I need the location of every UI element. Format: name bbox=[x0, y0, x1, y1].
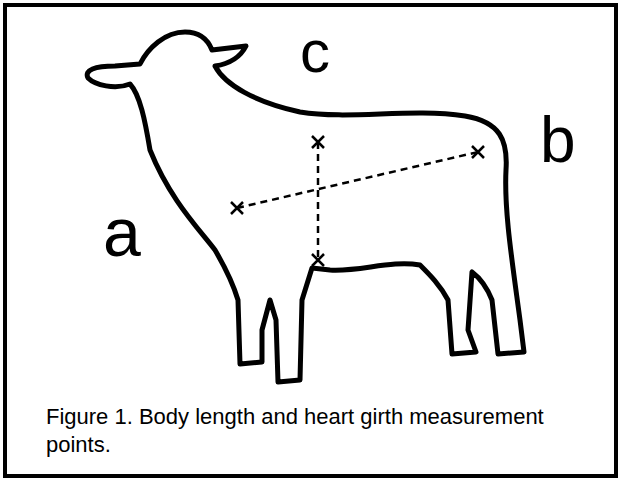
point-letter: c bbox=[300, 22, 330, 82]
point-letter: b bbox=[540, 108, 576, 172]
point-letter: a bbox=[103, 198, 141, 266]
figure-caption: Figure 1. Body length and heart girth me… bbox=[46, 403, 566, 458]
measurement-lines bbox=[237, 142, 478, 260]
sheep-outline bbox=[87, 32, 524, 382]
measurement-points bbox=[231, 136, 484, 266]
